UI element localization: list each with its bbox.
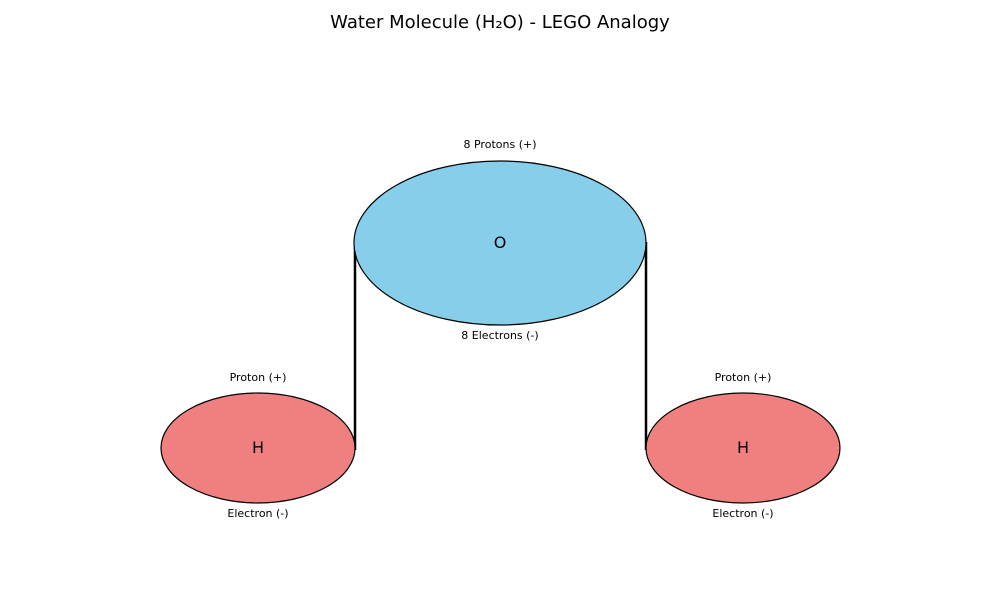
hydrogen-atom-right: H Proton (+) Electron (-) bbox=[645, 371, 841, 520]
hydrogen-left-shape bbox=[160, 392, 356, 504]
hydrogen-right-shape bbox=[645, 392, 841, 504]
oxygen-symbol: O bbox=[494, 233, 507, 252]
hydrogen-atom-left: H Proton (+) Electron (-) bbox=[160, 371, 356, 520]
hydrogen-left-symbol: H bbox=[252, 438, 264, 457]
hydrogen-left-proton-label: Proton (+) bbox=[230, 371, 287, 384]
oxygen-atom: O 8 Protons (+) 8 Electrons (-) bbox=[353, 138, 647, 342]
diagram-title: Water Molecule (H₂O) - LEGO Analogy bbox=[330, 12, 670, 33]
oxygen-shape bbox=[353, 160, 647, 326]
hydrogen-right-electron-label: Electron (-) bbox=[712, 507, 773, 520]
hydrogen-right-symbol: H bbox=[737, 438, 749, 457]
oxygen-electrons-label: 8 Electrons (-) bbox=[461, 329, 538, 342]
oxygen-protons-label: 8 Protons (+) bbox=[464, 138, 537, 151]
hydrogen-right-proton-label: Proton (+) bbox=[715, 371, 772, 384]
hydrogen-left-electron-label: Electron (-) bbox=[227, 507, 288, 520]
